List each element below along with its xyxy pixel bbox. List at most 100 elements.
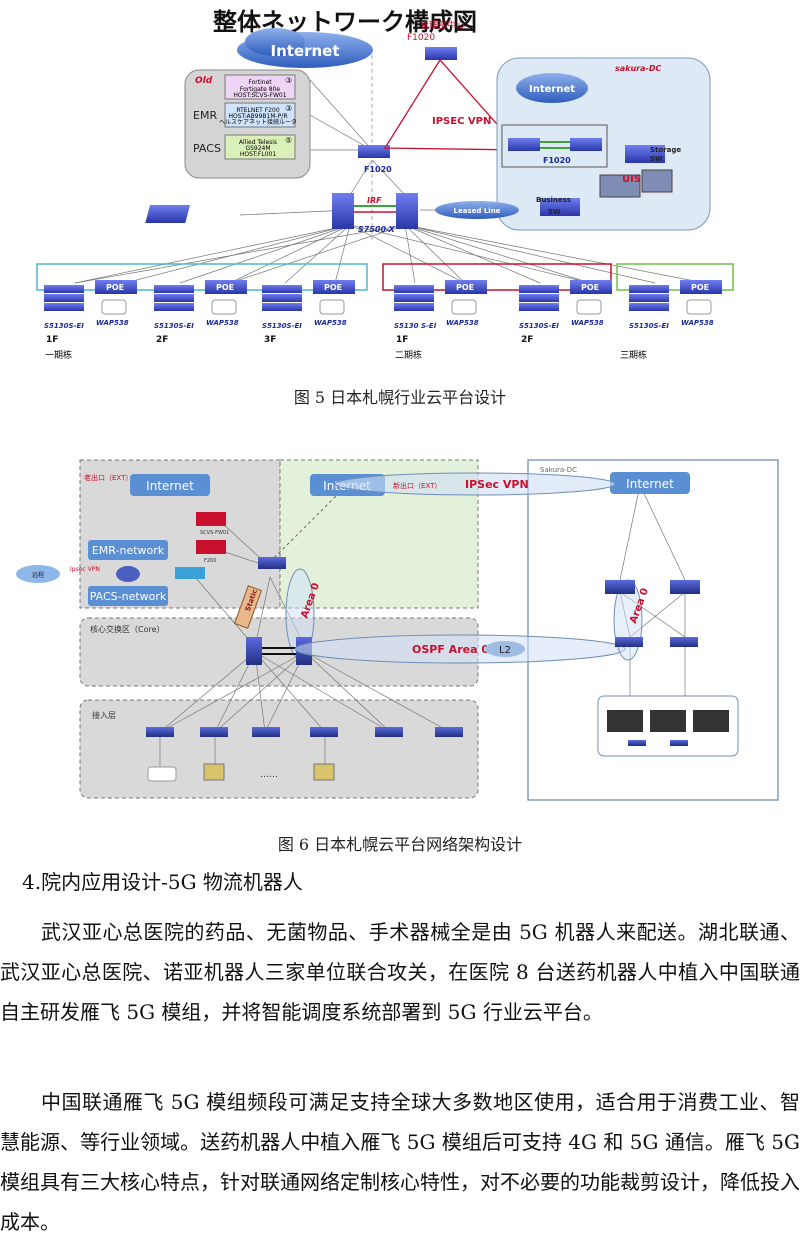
poe-switch [445, 280, 487, 294]
ac-device [145, 205, 191, 223]
access-switch [394, 285, 434, 293]
svg-text:SW: SW [548, 208, 561, 216]
center-label: 管理部中心 [420, 19, 465, 31]
svg-text:Storage: Storage [650, 146, 681, 154]
ap-model-label: WAP538 [681, 319, 714, 327]
fig5-ipsec-label: IPSEC VPN [432, 116, 491, 127]
remote-cloud [16, 565, 60, 583]
svg-text:③: ③ [285, 104, 292, 113]
svg-text:AC: AC [217, 212, 231, 222]
svg-text:GS924M: GS924M [245, 145, 270, 152]
floor-unit: POE S5130S-EI WAP538 [629, 280, 722, 330]
core-label: 核心交换区（Core） [90, 624, 165, 634]
access-switches [146, 727, 463, 737]
svg-text:Business: Business [536, 196, 571, 204]
floor-label: 2F [521, 335, 533, 345]
ap-device [101, 299, 127, 315]
figure-6-network-diagram: 老出口（EXT） Sakura-DC 核心交换区（Core） 接入层 Inter… [0, 452, 800, 807]
dc-switch-2 [670, 637, 698, 647]
router-icon [116, 566, 140, 582]
poe-switch [680, 280, 722, 294]
ipsec-tunnel [334, 472, 616, 496]
access-switch [394, 294, 434, 302]
emr-network [88, 540, 168, 560]
pc-icon-1 [203, 763, 225, 781]
f1020-mid-label: F1020 [364, 165, 392, 174]
old-block: Old Fortinet Fortigate 80e HOST:SCVS-FW0… [184, 69, 311, 179]
building1-label: 一期栋 [45, 349, 72, 361]
dc-router-2 [670, 580, 700, 594]
building3-box [616, 263, 734, 291]
figure-5-caption: 图 5 日本札幌行业云平台设计 [293, 388, 507, 407]
dc-switch-1 [615, 637, 643, 647]
svg-text:S7500-X: S7500-X [358, 225, 396, 234]
paragraph-1: 武汉亚心总医院的药品、无菌物品、手术器械全是由 5G 机器人来配送。湖北联通、武… [0, 920, 800, 1024]
ap-model-label: WAP538 [314, 319, 347, 327]
ap-device [319, 299, 345, 315]
svg-text:……: …… [260, 770, 278, 780]
building3-label: 三期栋 [620, 349, 647, 361]
ap-device [576, 299, 602, 315]
svg-text:Fortigate 80e: Fortigate 80e [240, 86, 280, 93]
ap-icon [147, 766, 177, 782]
svg-text:HOST:SCVS-FW01: HOST:SCVS-FW01 [233, 92, 286, 99]
edge-router [258, 557, 286, 569]
svg-text:RTELNET F200: RTELNET F200 [236, 107, 279, 114]
poe-switch [570, 280, 612, 294]
firewall-1 [196, 512, 226, 526]
switch-model-label: S5130S-EI [629, 322, 669, 330]
dc-router-1 [605, 580, 635, 594]
internet-dc [610, 472, 690, 494]
leased-line [435, 201, 519, 219]
access-switch [154, 303, 194, 311]
access-switch [262, 294, 302, 302]
svg-text:③: ③ [285, 76, 292, 85]
poe-label: POE [216, 283, 234, 292]
pacs-switch [175, 567, 205, 579]
poe-label: POE [691, 283, 709, 292]
ap-model-label: WAP538 [571, 319, 604, 327]
ap-device [686, 299, 712, 315]
switch-model-label: S5130S-EI [154, 322, 194, 330]
access-switch [629, 294, 669, 302]
svg-text:老出口（EXT）: 老出口（EXT） [84, 473, 132, 482]
poe-label: POE [581, 283, 599, 292]
ipsec-triangle [383, 58, 522, 151]
emr-label: EMR [193, 109, 217, 122]
access-switch [519, 294, 559, 302]
building1-box [36, 263, 368, 291]
access-switch [629, 285, 669, 293]
svg-text:IRF: IRF [367, 196, 382, 205]
poe-label: POE [106, 283, 124, 292]
floor-label: 1F [46, 335, 58, 345]
sakura-dc-block: sakura-DC Internet F1020 Storage SW UIS … [496, 57, 711, 231]
pacs-label: PACS [193, 142, 221, 155]
svg-text:PACS-network: PACS-network [90, 590, 167, 603]
poe-switch [95, 280, 137, 294]
firewall-2 [196, 540, 226, 554]
access-switch [262, 285, 302, 293]
svg-text:新出口（EXT）: 新出口（EXT） [393, 481, 441, 490]
pc-icon-2 [313, 763, 335, 781]
old-label: Old [195, 76, 213, 86]
svg-text:sakura-DC: sakura-DC [615, 64, 661, 73]
svg-text:Ipsec VPN: Ipsec VPN [70, 566, 100, 573]
svg-text:L2: L2 [499, 645, 511, 656]
ap-device [451, 299, 477, 315]
svg-text:F1020: F1020 [543, 156, 571, 165]
access-switch [44, 294, 84, 302]
svg-text:OSPF Area 0: OSPF Area 0 [412, 643, 489, 656]
svg-text:IPSec VPN: IPSec VPN [465, 478, 529, 491]
f1020-top-router [425, 47, 457, 60]
access-switch [519, 303, 559, 311]
internet-cloud: Internet [237, 28, 373, 68]
svg-text:Allied Telesis: Allied Telesis [239, 139, 277, 146]
switch-model-label: S5130 S-EI [394, 322, 437, 330]
access-switch [44, 285, 84, 293]
building2-label: 二期栋 [395, 349, 422, 361]
poe-switch [205, 280, 247, 294]
paragraph-2: 中国联通雁飞 5G 模组频段可满足支持全球大多数地区使用，适合用于消费工业、智慧… [0, 1090, 800, 1234]
